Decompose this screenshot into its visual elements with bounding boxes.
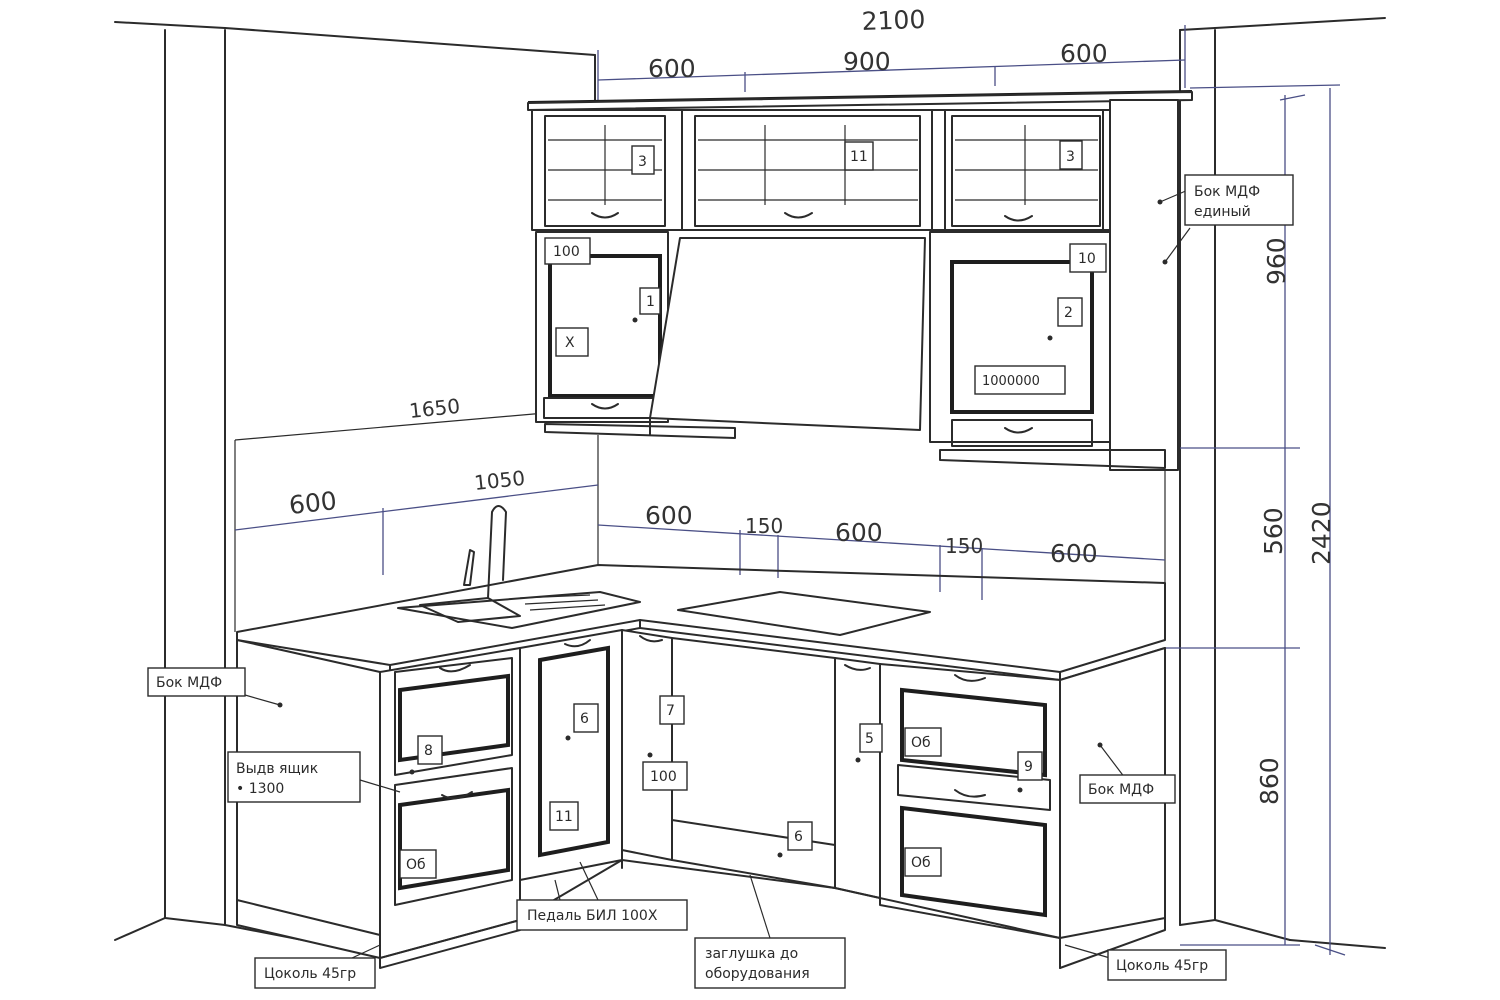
label-base-7: 7 — [666, 703, 675, 719]
label-base-9: 9 — [1024, 759, 1033, 775]
dim-back-2: 150 — [745, 514, 783, 538]
dim-left-wall-600: 600 — [288, 486, 338, 520]
dim-height-total: 2420 — [1307, 501, 1336, 565]
leader-dots — [277, 199, 1168, 858]
dim-top-right: 600 — [1060, 39, 1108, 68]
dim-back-5: 600 — [1050, 539, 1098, 568]
dim-top-total: 2100 — [861, 5, 926, 36]
dim-height-lower: 860 — [1255, 757, 1284, 805]
label-pedal: Педаль БИЛ 100Х — [527, 908, 658, 924]
dimension-labels: 2100 600 900 600 1650 600 1050 600 150 6… — [288, 5, 1336, 805]
dim-back-4: 150 — [945, 534, 983, 558]
label-plinth-right: Цоколь 45гр — [1116, 958, 1208, 974]
label-upper-left-glass: 3 — [638, 154, 647, 170]
label-upper-left-corner: 100 — [553, 244, 580, 260]
label-upper-right-glass: 3 — [1066, 149, 1075, 165]
label-base-6: 6 — [580, 711, 589, 727]
label-base-od-left: Об — [406, 857, 426, 873]
label-left-side-line2: • 1300 — [236, 781, 284, 797]
dim-back-3: 600 — [835, 518, 883, 547]
dim-top-left: 600 — [648, 54, 696, 83]
label-upper-mid-glass: 11 — [850, 149, 868, 165]
dim-top-mid: 900 — [843, 47, 891, 76]
sink — [397, 505, 641, 629]
label-mdf-right: Бок МДФ — [1088, 782, 1154, 798]
label-upper-right-small: 10 — [1078, 251, 1096, 267]
label-base-100: 100 — [650, 769, 677, 785]
cooktop — [677, 591, 931, 636]
label-upper-right-door: 2 — [1064, 305, 1073, 321]
base-cabinets — [236, 629, 1166, 969]
label-upper-right-plate: 1000000 — [982, 374, 1040, 389]
dim-left-wall-total: 1050 — [473, 466, 526, 495]
label-bottom-note-line1: заглушка до — [705, 946, 798, 962]
dimension-lines — [234, 25, 1346, 956]
label-base-6b: 6 — [794, 829, 803, 845]
label-left-side-line1: Выдв ящик — [236, 761, 318, 777]
label-mdf-top-line2: единый — [1194, 204, 1251, 220]
dim-left-wall-upper: 1650 — [408, 394, 461, 423]
label-bottom-note-line2: оборудования — [705, 966, 810, 982]
label-upper-left-x: X — [565, 335, 575, 351]
label-base-5: 5 — [865, 731, 874, 747]
dim-back-1: 600 — [645, 501, 693, 530]
label-upper-left-door: 1 — [646, 294, 655, 310]
label-mdf-top-line1: Бок МДФ — [1194, 184, 1260, 200]
callout-labels: 3 11 3 100 1 X 10 2 1000000 Бок МДФ един… — [147, 140, 1294, 989]
dim-height-upper: 960 — [1262, 237, 1291, 285]
label-base-od-right-top: Об — [911, 735, 931, 751]
label-base-od-right-bottom: Об — [911, 855, 931, 871]
dim-height-mid: 560 — [1259, 507, 1288, 555]
label-base-8: 8 — [424, 743, 433, 759]
label-base-11: 11 — [555, 809, 573, 825]
label-plinth-left: Цоколь 45гр — [264, 966, 356, 982]
label-mdf-left: Бок МДФ — [156, 675, 222, 691]
leader-lines — [244, 189, 1191, 959]
